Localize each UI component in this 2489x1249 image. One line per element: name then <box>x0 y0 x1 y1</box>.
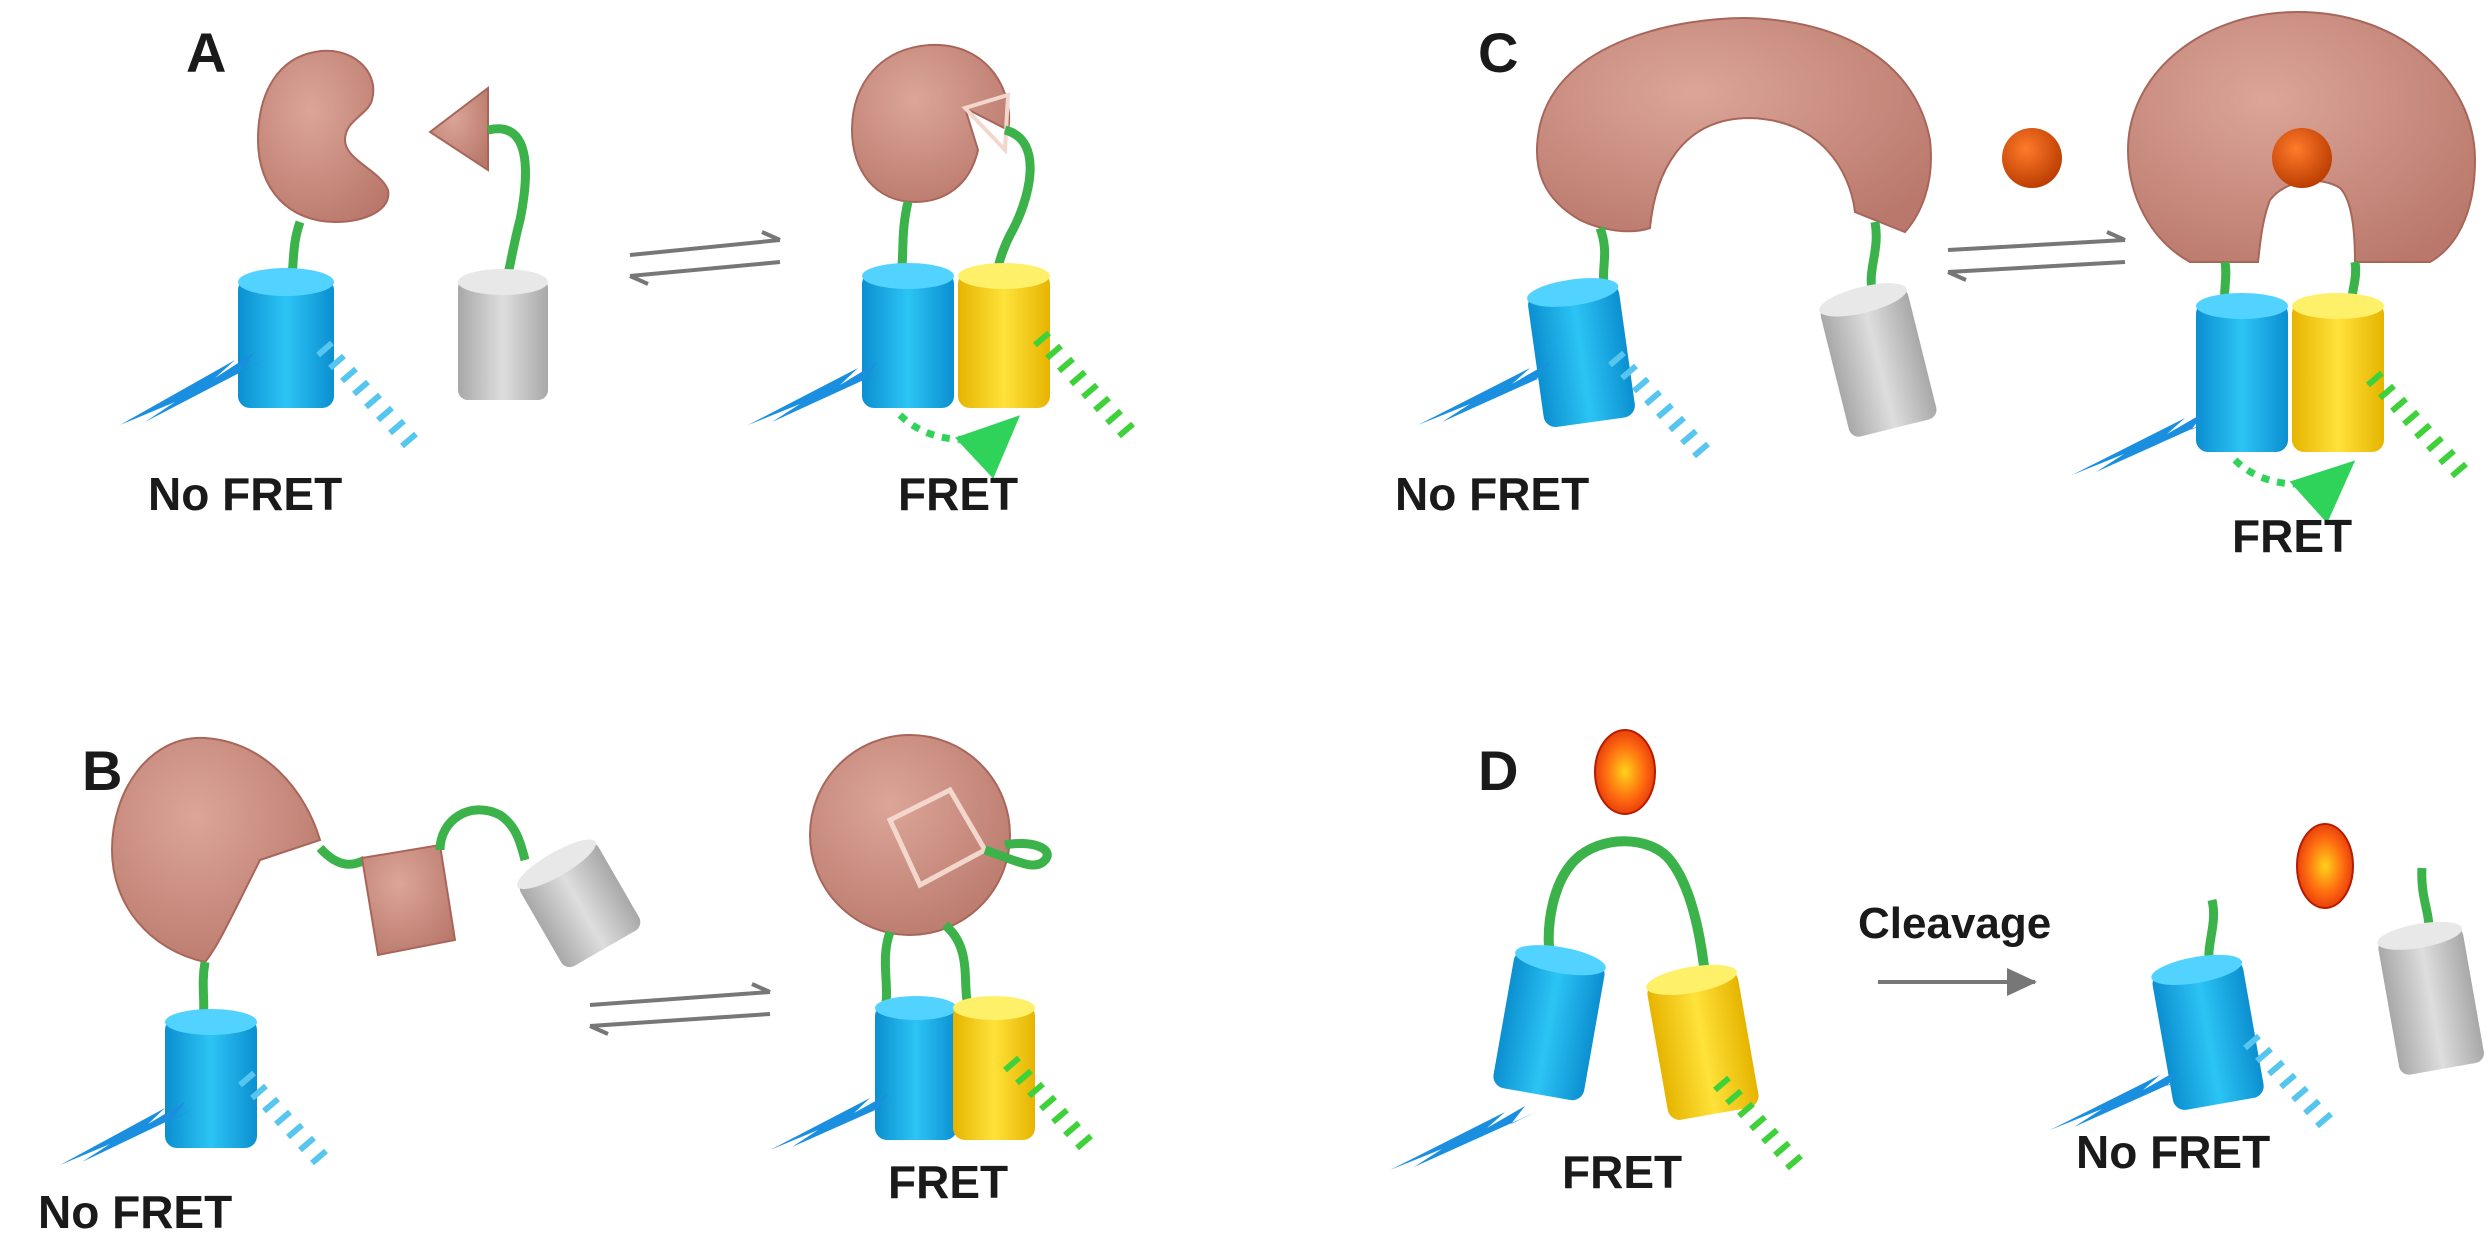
donor-emission-icon <box>2243 1033 2333 1129</box>
acceptor-emission-icon <box>1033 330 1135 439</box>
linker <box>486 124 530 287</box>
acceptor-emission-icon <box>2366 370 2468 479</box>
linker <box>316 844 368 869</box>
inactive-acceptor <box>1819 283 1937 437</box>
linker <box>880 930 895 1011</box>
sensing-domain-bound <box>850 43 1011 204</box>
inactive-acceptor <box>2377 921 2484 1075</box>
panel-d: D FRET Cleavage <box>1390 729 2484 1198</box>
fret-label-a: FRET <box>898 468 1018 520</box>
ligand-ball <box>2296 823 2354 909</box>
excitation-bolt-icon <box>2050 1069 2190 1130</box>
bound-ligand-outline <box>961 92 1011 155</box>
equilibrium-arrows <box>629 230 781 286</box>
sensing-domain-open <box>110 736 322 964</box>
panel-a: A No FRET <box>120 21 1135 520</box>
no-fret-label-a: No FRET <box>148 468 342 520</box>
inactive-acceptor <box>517 839 641 968</box>
no-fret-label-d: No FRET <box>2076 1126 2270 1178</box>
acceptor-fluorophore <box>1646 964 1759 1120</box>
equilibrium-arrows <box>589 982 771 1036</box>
donor-fluorophore <box>2151 954 2264 1110</box>
linker <box>983 838 1052 870</box>
donor-fluorophore <box>2196 293 2288 452</box>
linker <box>941 921 975 1013</box>
ligand-ball <box>2272 128 2332 188</box>
sensing-domain-bound <box>809 734 1011 936</box>
fret-label-b: FRET <box>888 1156 1008 1208</box>
fret-label-d: FRET <box>1562 1146 1682 1198</box>
donor-fluorophore <box>238 268 334 408</box>
donor-emission-icon <box>1608 350 1710 459</box>
fret-label-c: FRET <box>2232 510 2352 562</box>
donor-fluorophore <box>1527 278 1635 428</box>
panel-c-letter: C <box>1478 21 1518 84</box>
acceptor-emission-icon <box>1003 1055 1093 1151</box>
ligand-square <box>360 843 457 957</box>
acceptor-emission-icon <box>1713 1075 1803 1171</box>
excitation-bolt-icon <box>60 1102 195 1165</box>
excitation-bolt-icon <box>120 352 268 425</box>
acceptor-fluorophore <box>2292 293 2384 452</box>
donor-fluorophore <box>1493 945 1606 1101</box>
donor-emission-icon <box>238 1070 328 1166</box>
excitation-bolt-icon <box>1418 362 1562 425</box>
excitation-bolt-icon <box>1390 1106 1536 1170</box>
cleavable-linker <box>1543 836 1710 976</box>
cleavage-label: Cleavage <box>1858 899 2051 948</box>
excitation-bolt-icon <box>2072 412 2216 475</box>
acceptor-fluorophore <box>958 263 1050 408</box>
donor-fluorophore <box>165 1009 257 1148</box>
no-fret-label-b: No FRET <box>38 1186 232 1238</box>
sensing-domain-open <box>1535 16 1932 234</box>
linker <box>435 805 530 862</box>
panel-b: B No FRET <box>38 734 1093 1238</box>
ligand-ball <box>2002 128 2062 188</box>
ligand-ball <box>1594 729 1656 815</box>
panel-c: C No FRET <box>1395 10 2477 562</box>
energy-transfer-arrow <box>2232 457 2356 524</box>
inactive-acceptor <box>458 269 548 400</box>
panel-b-letter: B <box>82 739 122 802</box>
linker <box>990 125 1035 282</box>
excitation-bolt-icon <box>748 362 890 425</box>
no-fret-label-c: No FRET <box>1395 468 1589 520</box>
panel-d-letter: D <box>1478 739 1518 802</box>
sensing-domain-open <box>256 49 390 224</box>
energy-transfer-arrow <box>897 412 1021 479</box>
ligand-triangle <box>428 85 489 172</box>
donor-fluorophore <box>862 263 954 408</box>
donor-fluorophore <box>875 996 957 1140</box>
excitation-bolt-icon <box>770 1094 898 1150</box>
panel-a-letter: A <box>186 21 226 84</box>
equilibrium-arrows <box>1947 230 2126 282</box>
acceptor-fluorophore <box>953 996 1035 1140</box>
donor-emission-icon <box>316 340 418 449</box>
linker <box>1866 221 1881 291</box>
